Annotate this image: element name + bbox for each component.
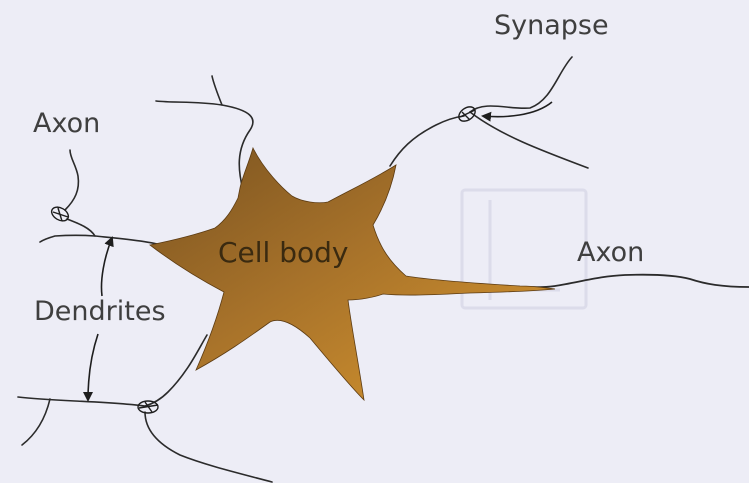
lower-dendrite [18,335,272,482]
dendrites-label: Dendrites [34,296,166,328]
upper-left-dendrite [156,76,253,190]
upper-right-dendrite [390,57,588,168]
synapse-arrow [483,102,552,117]
dendrite-arrow-down [88,334,98,400]
synapse-label: Synapse [494,10,609,42]
left-dendrite [40,150,157,244]
cell-body-shape [150,148,555,400]
axon-label-right: Axon [577,237,644,269]
cell-body-label: Cell body [218,237,348,269]
axon-label-left: Axon [33,108,100,140]
dendrite-arrow-up [101,238,112,296]
